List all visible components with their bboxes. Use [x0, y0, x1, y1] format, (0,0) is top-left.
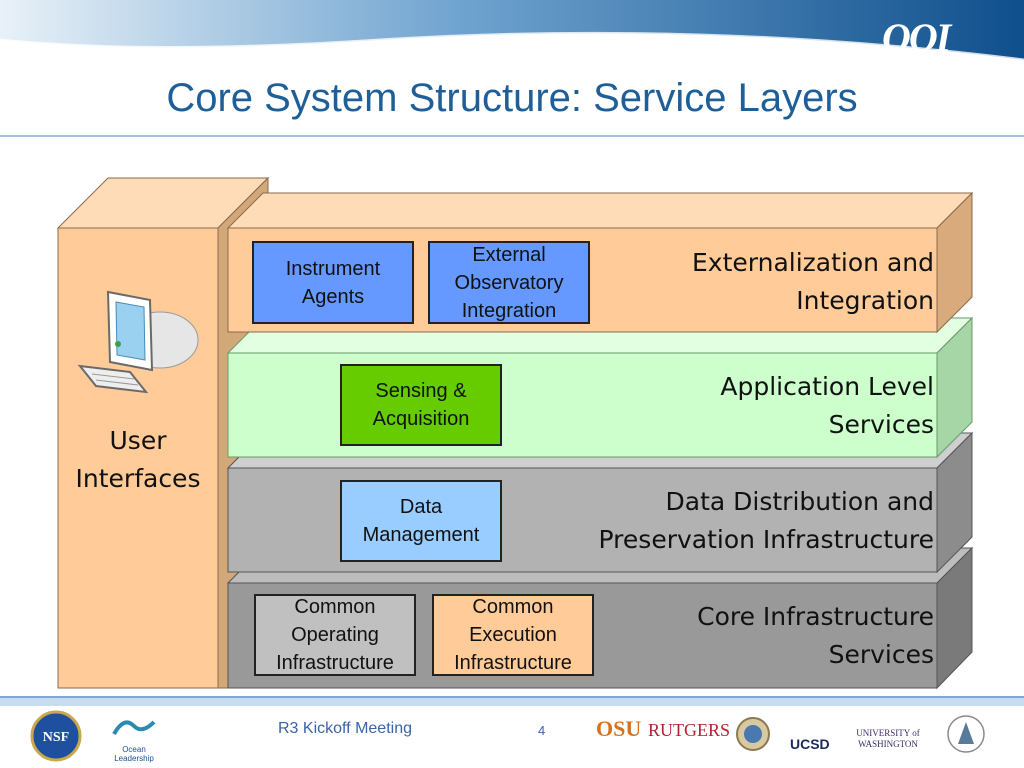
footer-meeting-text: R3 Kickoff Meeting: [278, 720, 412, 737]
ocean-leadership-logo: Ocean Leadership: [104, 714, 164, 763]
wave-icon: [112, 720, 156, 736]
nsf-logo: NSF: [30, 710, 82, 762]
header-band: [0, 0, 1024, 137]
sensing-acquisition-box: Sensing &Acquisition: [340, 364, 502, 446]
ucsd-logo: UCSD: [790, 736, 830, 752]
user-interfaces-label: User Interfaces: [75, 426, 201, 493]
slide-title: Core System Structure: Service Layers: [166, 76, 858, 120]
seal-logo: [736, 717, 770, 751]
rutgers-logo: RUTGERS: [648, 720, 731, 740]
uw-logo: UNIVERSITY of WASHINGTON: [856, 728, 920, 749]
ooi-logo: OOI: [882, 15, 951, 60]
svg-text:NSF: NSF: [43, 730, 69, 745]
page-number: 4: [538, 723, 546, 738]
computer-icon: [77, 290, 199, 394]
osu-logo: OSU: [596, 716, 642, 741]
institution-seal-logo: [947, 715, 985, 753]
